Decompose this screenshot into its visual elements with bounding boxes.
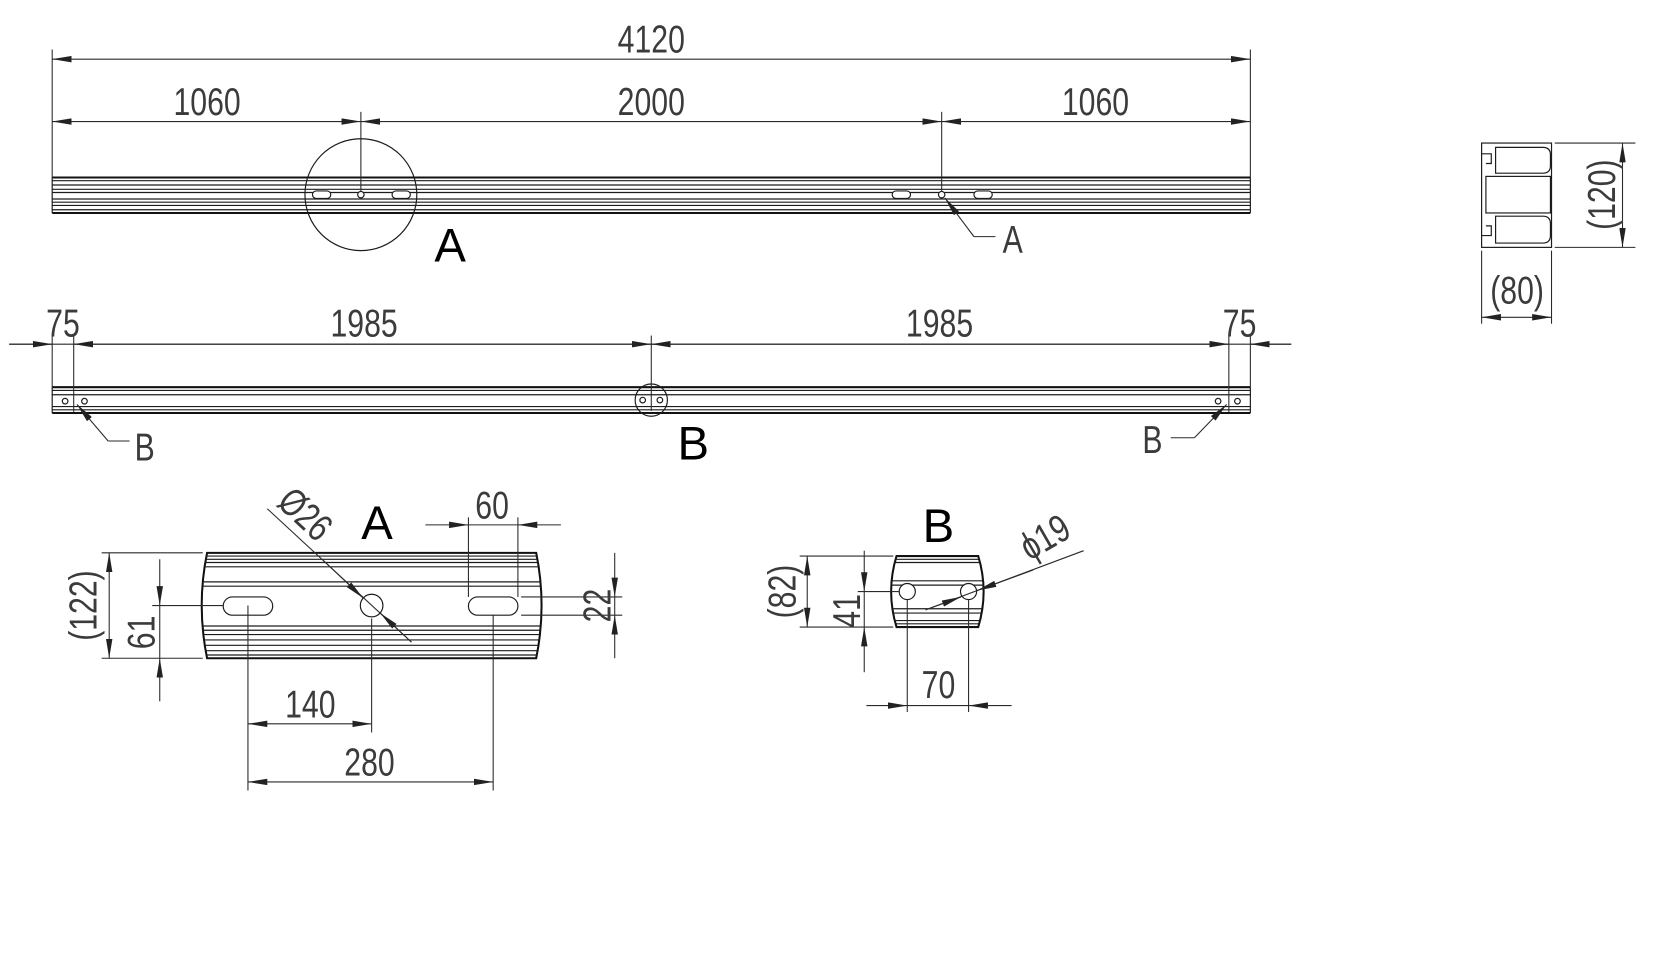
dim-label-hole-to-slot: 140 <box>285 684 335 726</box>
dim-label-right-span: 1985 <box>906 303 973 345</box>
dim-label-slot-spacing: 280 <box>344 742 394 784</box>
dim-label-middle-spacing: 2000 <box>618 82 685 124</box>
dim-label-profile-height: (120) <box>1582 159 1624 230</box>
dim-label-hole-offset: 41 <box>826 594 868 628</box>
hole <box>937 190 946 199</box>
hole-diameter-arrow <box>322 559 364 599</box>
hole <box>639 396 647 404</box>
profile-bottom-chamber <box>1494 215 1552 244</box>
slot <box>973 190 993 200</box>
dim-label-hole-spacing: 70 <box>922 665 956 707</box>
detail-b-callout: B <box>677 417 709 470</box>
profile-bottom-hook <box>1481 225 1492 237</box>
dim-label-left-end: 75 <box>46 303 80 345</box>
hole-diameter-arrow <box>976 569 1034 591</box>
hole <box>81 397 88 405</box>
profile-view: (120) (80) <box>1481 142 1636 324</box>
dim-label-right-end: 75 <box>1223 303 1257 345</box>
profile-outline <box>1481 142 1553 248</box>
detail-a-outline <box>200 551 543 660</box>
detail-b-right-leader-arrow <box>1194 404 1228 439</box>
dim-label-right-spacing: 1060 <box>1062 82 1129 124</box>
detail-a-leader-label: A <box>1003 219 1024 261</box>
detail-a-title: A <box>361 497 393 550</box>
hole-left <box>898 582 916 601</box>
dim-label-left-span: 1985 <box>331 303 398 345</box>
hole <box>656 396 664 404</box>
hole-diameter-arrow <box>925 596 962 611</box>
dim-label-left-spacing: 1060 <box>173 82 240 124</box>
profile-top-hook <box>1481 153 1492 165</box>
dim-label-height: (82) <box>762 565 804 619</box>
hole-diameter-arrow <box>379 612 412 643</box>
detail-a-leader-arrow <box>944 197 975 237</box>
slot <box>391 190 411 200</box>
dim-label-overall-length: 4120 <box>618 19 685 61</box>
dim-label-profile-width: (80) <box>1490 270 1544 312</box>
slot <box>891 190 912 200</box>
detail-b: B ϕ19 (82) 41 70 <box>762 500 1084 713</box>
detail-a: A Ø26 60 (122) 61 22 <box>63 480 623 791</box>
detail-b-outline <box>890 555 985 629</box>
detail-b-title: B <box>923 500 955 553</box>
top-view: 4120 1060 2000 1060 A A <box>51 19 1251 272</box>
hole <box>61 397 69 405</box>
dim-label-hole-diameter: Ø26 <box>269 480 340 550</box>
top-beam <box>51 176 1251 214</box>
dim-label-slot-length: 60 <box>475 485 509 527</box>
dim-label-slot-width: 22 <box>577 589 619 623</box>
detail-b-left-leader-label: B <box>135 427 155 469</box>
slot <box>311 190 332 200</box>
slot-right <box>467 596 519 616</box>
hole <box>1214 397 1222 405</box>
dim-label-height: (122) <box>63 570 105 641</box>
hole <box>357 190 365 199</box>
profile-middle-web <box>1485 175 1552 214</box>
detail-b-left-leader-arrow <box>76 404 109 442</box>
detail-b-right-leader-label: B <box>1142 419 1162 461</box>
profile-top-chamber <box>1494 146 1552 174</box>
side-view: 75 1985 1985 75 B B B <box>9 303 1292 470</box>
dim-label-hole-offset: 61 <box>121 616 163 650</box>
hole <box>1234 397 1241 405</box>
detail-a-callout: A <box>434 219 466 272</box>
dim-label-hole-diameter: ϕ19 <box>1013 507 1078 569</box>
